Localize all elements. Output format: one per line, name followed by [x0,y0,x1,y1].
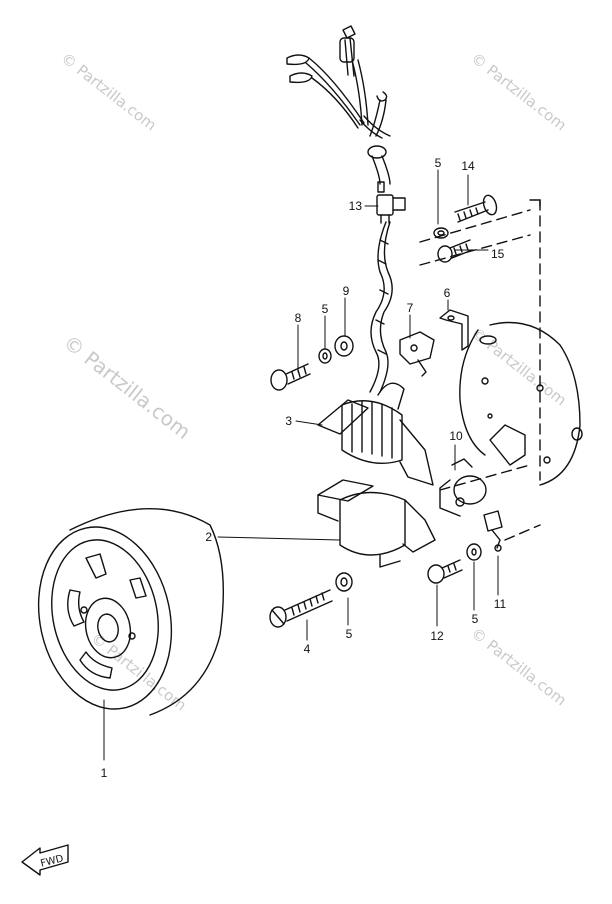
callout-12: 12 [430,629,444,643]
condenser-10 [439,458,487,517]
callout-4: 4 [304,642,311,656]
callout-11: 11 [494,597,507,611]
callout-13: 13 [349,199,363,213]
washer-5-upper-left [318,348,332,364]
callout-1: 1 [101,766,108,780]
wire-harness [286,25,391,193]
callout-5-upper-left: 5 [322,302,329,316]
clamp-11 [483,510,503,552]
washer-9 [334,335,354,357]
callout-9: 9 [343,284,350,298]
fwd-direction-badge: FWD [21,844,69,876]
watermark-middle-left: © Partzilla.com [59,330,195,444]
arrow-left-icon [21,844,69,876]
callout-14: 14 [461,159,475,173]
leader-lines [103,169,499,761]
bracket-6 [439,309,469,351]
callout-10: 10 [449,429,463,443]
contact-breaker-7 [399,331,435,377]
screw-12 [427,559,463,584]
callout-2: 2 [205,530,212,544]
watermark-top-left: © Partzilla.com [58,49,160,134]
flywheel-rotor-1 [37,507,225,716]
callout-labels: 1 2 3 4 5 5 5 5 6 7 8 9 10 11 12 13 14 1… [101,156,507,780]
screw-4 [269,589,333,628]
callout-8: 8 [295,311,302,325]
callout-15: 15 [491,247,505,261]
callout-5-lower-right: 5 [472,612,479,626]
callout-7: 7 [407,301,414,315]
coil-3 [317,382,434,486]
connector-13 [376,194,406,224]
screw-14 [454,194,498,223]
watermark-bottom-right: © Partzilla.com [468,624,570,709]
screw-8 [270,363,311,391]
callout-6: 6 [444,286,451,300]
callout-3: 3 [285,414,292,428]
watermarks: © Partzilla.com © Partzilla.com © Partzi… [58,49,570,714]
twisted-wire [369,221,393,393]
stator-plate [459,321,583,486]
watermark-top-right: © Partzilla.com [468,49,570,134]
washer-5-top [433,227,449,239]
callout-5-top: 5 [435,156,442,170]
callout-5-lower-center: 5 [346,627,353,641]
washer-5-lower-right [466,543,482,561]
washer-5-lower-center [335,572,353,592]
lamp-coil-2 [317,479,436,568]
dashed-line-corner [529,199,541,207]
